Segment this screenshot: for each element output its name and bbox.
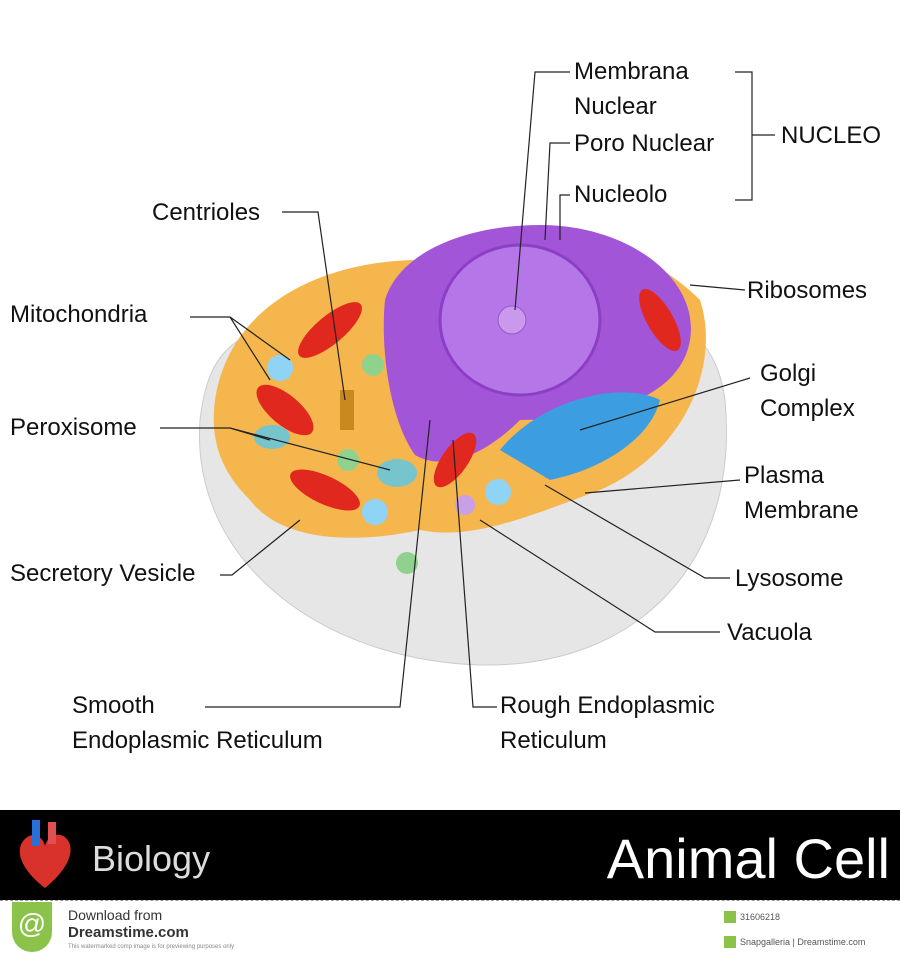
download-from-text: Download from xyxy=(68,907,163,923)
title-banner xyxy=(0,810,900,900)
label-line: Golgi xyxy=(760,360,817,387)
image-credit: Snapgalleria | Dreamstime.com xyxy=(740,937,866,947)
label-line: Rough Endoplasmic xyxy=(500,692,715,719)
id-icon xyxy=(724,911,736,923)
animal-cell-illustration xyxy=(160,71,775,708)
label-line: Smooth xyxy=(72,692,155,719)
dreamstime-logo-icon: @ xyxy=(12,902,52,952)
banner-title: Animal Cell xyxy=(606,827,890,890)
mitochondria-group xyxy=(256,289,681,511)
label-line: Nuclear xyxy=(574,93,657,120)
banner-subject: Biology xyxy=(92,838,211,879)
label-poro-nuclear: Poro Nuclear xyxy=(574,130,715,157)
label-line: Reticulum xyxy=(500,727,607,754)
label-nucleo: NUCLEO xyxy=(781,122,882,149)
label-line: Plasma xyxy=(744,462,825,489)
vesicles xyxy=(254,354,511,574)
label-mitochondria: Mitochondria xyxy=(10,301,148,328)
image-id: 31606218 xyxy=(740,912,781,922)
label-ribosomes: Ribosomes xyxy=(747,277,868,304)
label-line: Endoplasmic Reticulum xyxy=(72,727,323,754)
golgi-complex xyxy=(500,392,660,480)
label-peroxisome: Peroxisome xyxy=(10,414,137,441)
label-vacuola: Vacuola xyxy=(727,619,812,646)
author-icon xyxy=(724,936,736,948)
centrioles-icon xyxy=(340,390,354,430)
label-line: Membrana xyxy=(574,58,689,85)
site-link[interactable]: Dreamstime.com xyxy=(68,924,189,941)
watermark-notice: This watermarked comp image is for previ… xyxy=(68,944,235,950)
label-line: Membrane xyxy=(744,497,859,524)
heart-icon xyxy=(19,820,71,888)
leader-lines xyxy=(160,71,775,708)
label-line: Complex xyxy=(760,395,855,422)
nucleolus-icon xyxy=(497,305,527,335)
watermark-footer xyxy=(0,900,900,963)
label-centrioles: Centrioles xyxy=(152,199,261,226)
label-secretory-vesicle: Secretory Vesicle xyxy=(10,560,196,587)
label-nucleolo: Nucleolo xyxy=(574,181,668,208)
label-lysosome: Lysosome xyxy=(735,565,844,592)
